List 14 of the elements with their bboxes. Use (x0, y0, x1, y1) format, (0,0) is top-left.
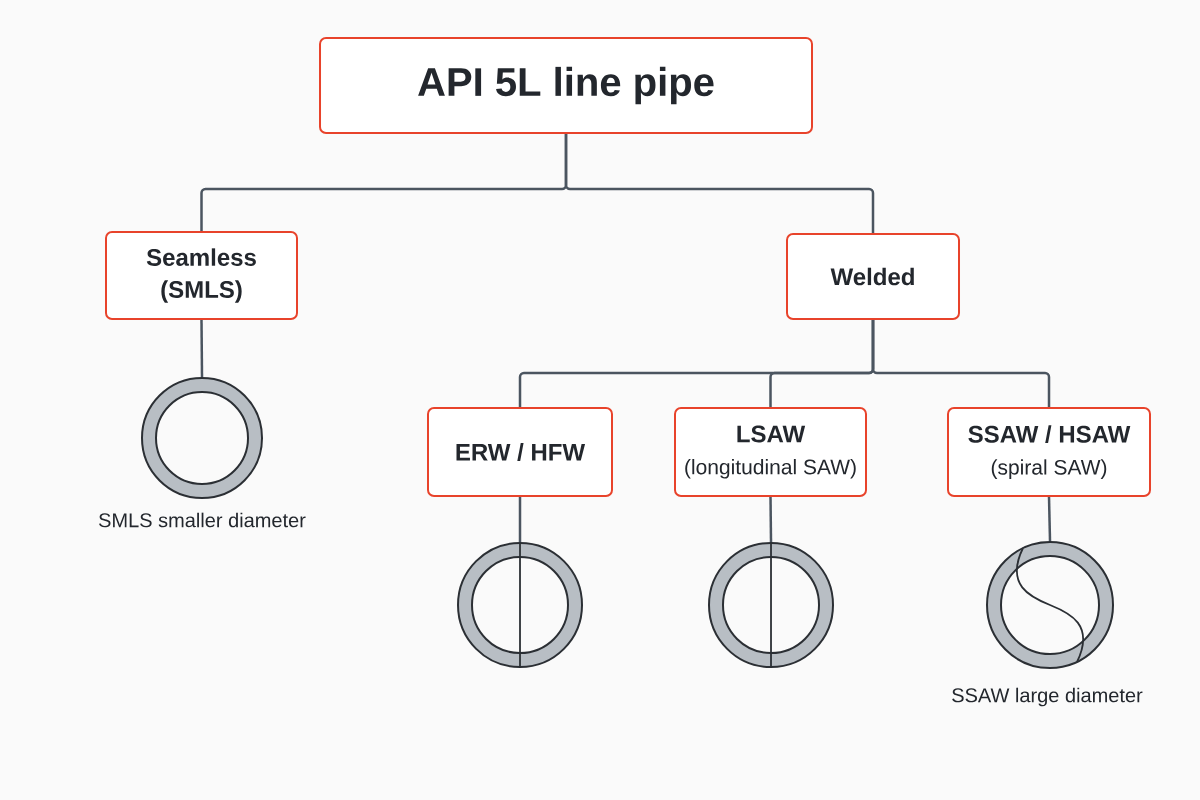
caption-text: SMLS smaller diameter (99, 512, 306, 528)
connector-line (769, 497, 773, 543)
caption-text: SSAW large diameter (952, 687, 1143, 707)
category-box: Seamless (SMLS) (105, 231, 298, 320)
category-box: ERW / HFW (427, 407, 613, 497)
connector-line (871, 320, 1051, 407)
category-box: Welded (786, 233, 960, 320)
connector-line (518, 497, 522, 542)
title-box: API 5L line pipe (319, 37, 813, 134)
connector-line (200, 320, 204, 378)
connector-line (1047, 497, 1052, 542)
category-box: LSAW (longitudinal SAW) (674, 407, 867, 497)
connector-line (564, 134, 875, 233)
category-box: SSAW / HSAW (spiral SAW) (947, 407, 1151, 497)
